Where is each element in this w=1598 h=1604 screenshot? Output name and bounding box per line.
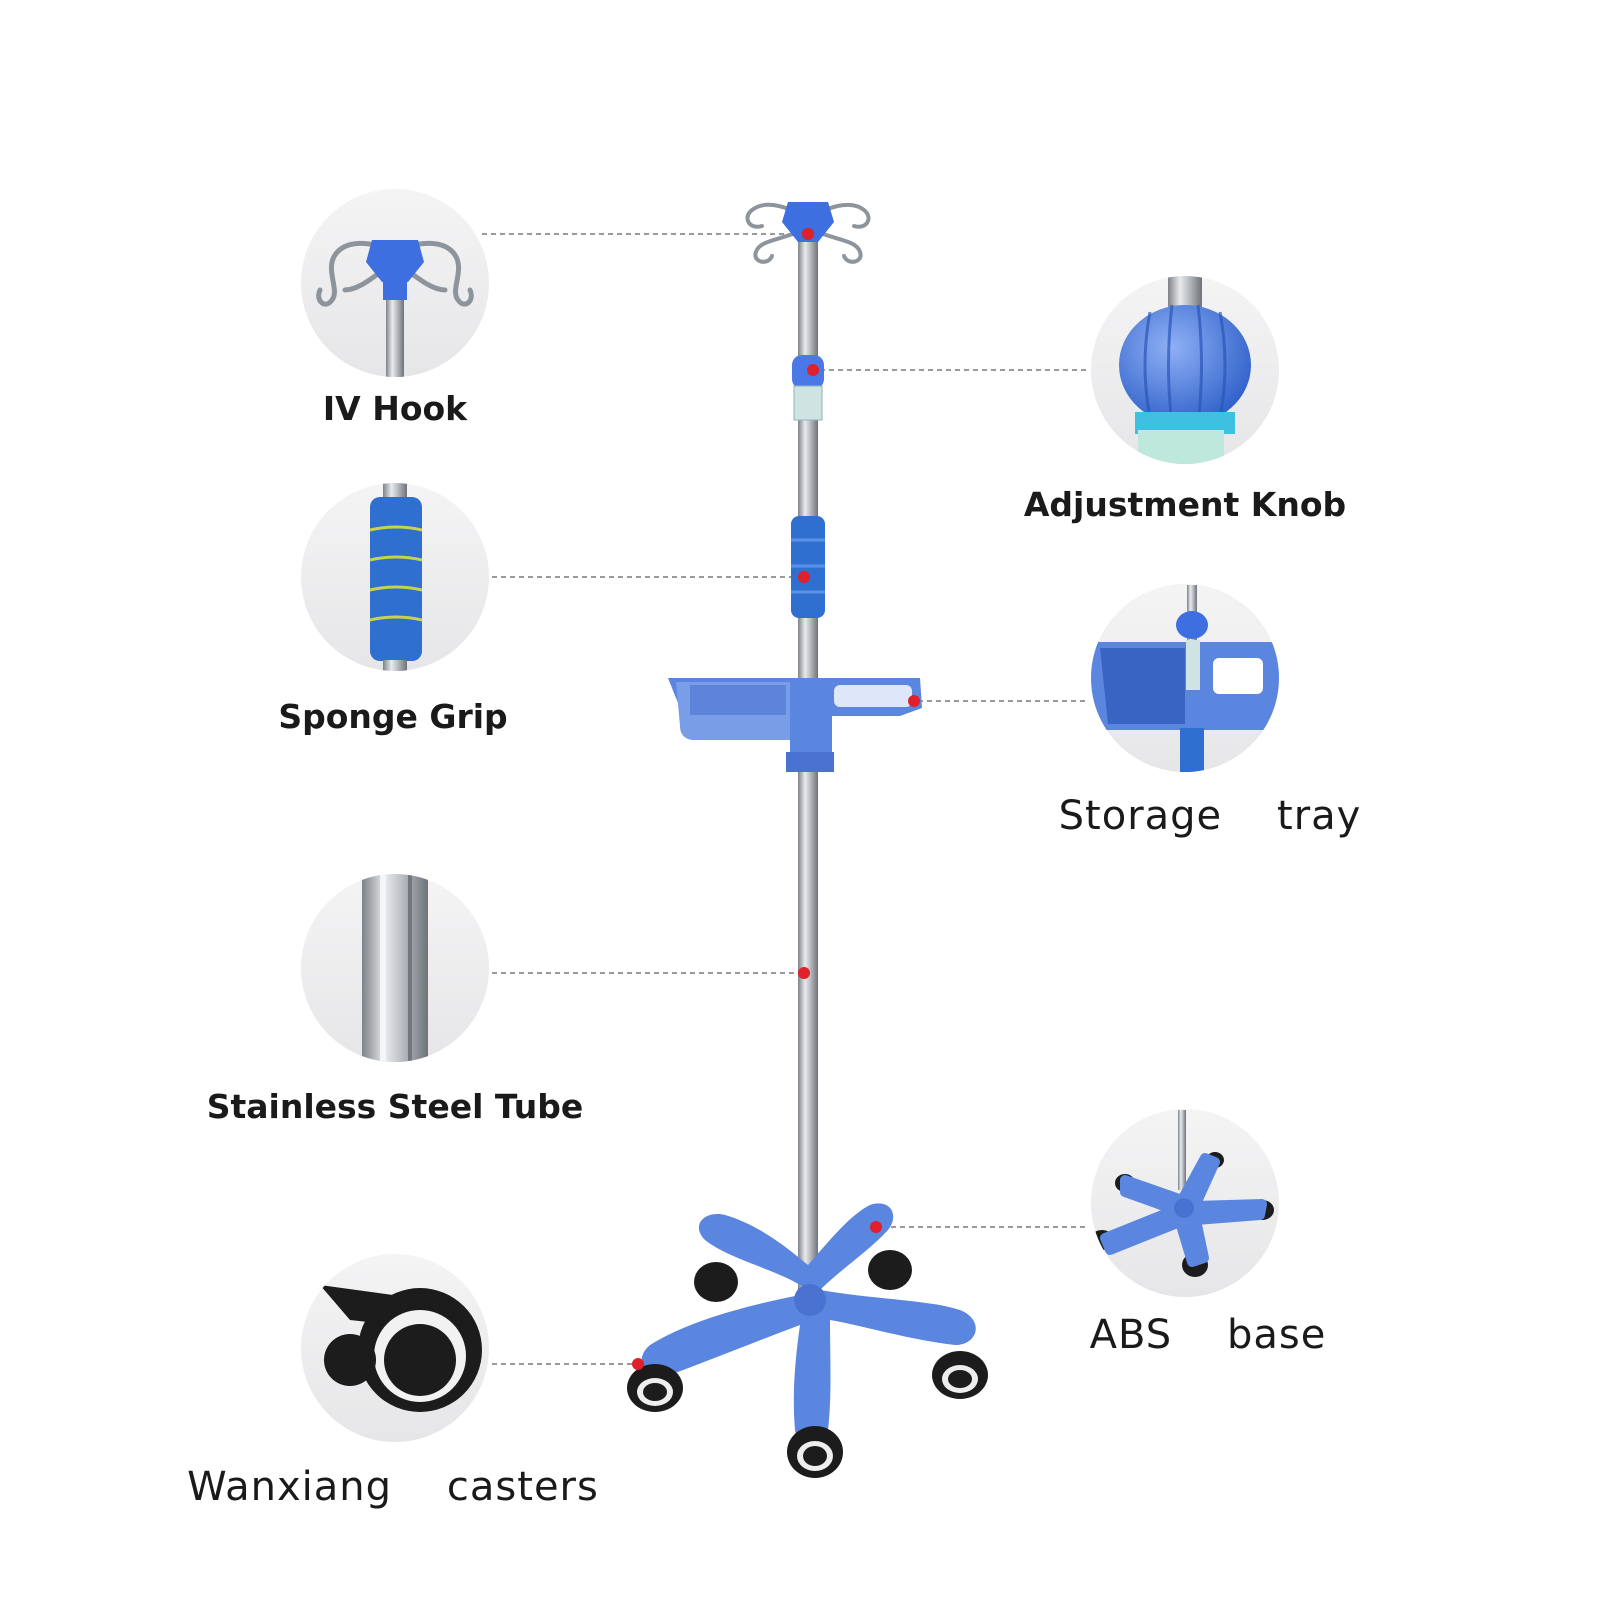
detail-circle-adjustment-knob	[1091, 276, 1279, 464]
top-hook-cap	[782, 202, 834, 242]
marker-casters	[632, 1358, 644, 1370]
detail-circle-iv-hook	[301, 189, 489, 377]
label-casters: Wanxiang casters	[187, 1464, 599, 1510]
pole-abs-base	[627, 1203, 988, 1478]
detail-circle-casters	[301, 1254, 489, 1442]
detail-circle-storage-tray	[1091, 584, 1279, 772]
pole-storage-tray	[668, 678, 922, 772]
leader-lines	[482, 233, 1088, 1365]
marker-sponge-grip	[798, 571, 810, 583]
label-storage-tray: Storage tray	[1058, 793, 1362, 839]
detail-circle-abs-base	[1091, 1109, 1279, 1297]
detail-circle-stainless-tube	[301, 874, 489, 1062]
marker-abs-base	[870, 1221, 882, 1233]
iv-pole	[627, 202, 988, 1478]
base-casters	[627, 1351, 988, 1478]
label-iv-hook: IV Hook	[322, 389, 468, 428]
marker-iv-hook	[802, 228, 814, 240]
label-stainless-tube: Stainless Steel Tube	[206, 1087, 584, 1126]
marker-adjustment-knob	[807, 364, 819, 376]
marker-storage-tray	[908, 695, 920, 707]
label-abs-base: ABS base	[1089, 1312, 1327, 1358]
marker-stainless-tube	[798, 967, 810, 979]
label-adjustment-knob: Adjustment Knob	[1023, 485, 1347, 524]
label-sponge-grip: Sponge Grip	[278, 697, 508, 736]
pole-knob-ring	[793, 385, 823, 421]
detail-circle-sponge-grip	[301, 483, 489, 671]
